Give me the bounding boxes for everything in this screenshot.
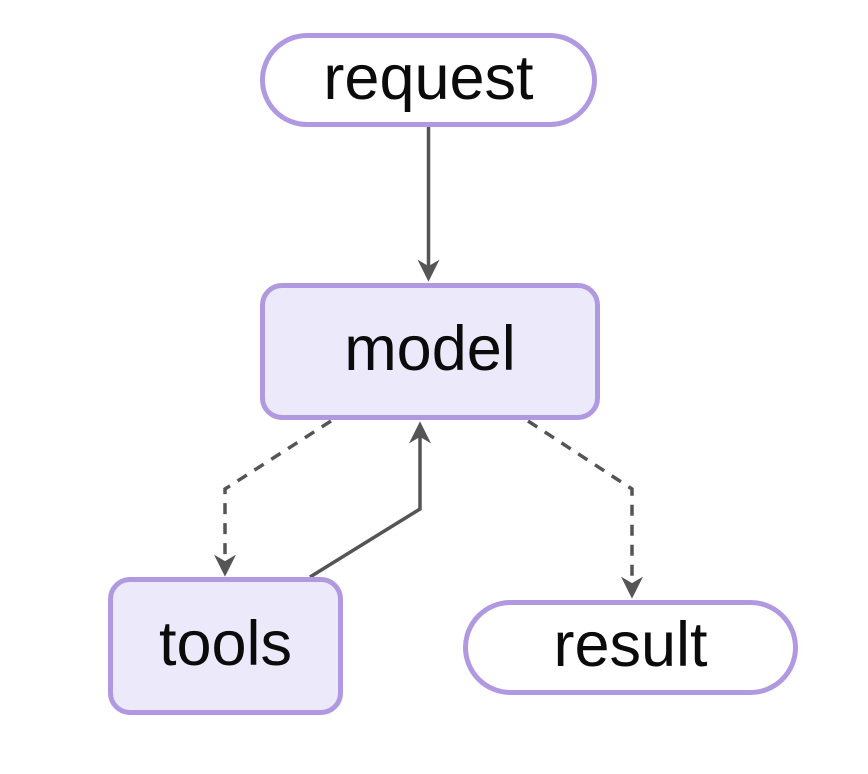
node-request: request bbox=[260, 33, 597, 127]
node-result: result bbox=[463, 600, 798, 695]
node-model: model bbox=[260, 283, 600, 420]
edge-tools-to-model bbox=[309, 421, 431, 579]
edge-model-to-result bbox=[527, 419, 643, 599]
node-result-label: result bbox=[553, 610, 708, 680]
node-request-label: request bbox=[323, 42, 534, 113]
node-tools-label: tools bbox=[158, 608, 293, 679]
node-model-label: model bbox=[344, 314, 516, 384]
edge-model-to-tools bbox=[214, 419, 332, 577]
node-tools: tools bbox=[108, 577, 343, 715]
